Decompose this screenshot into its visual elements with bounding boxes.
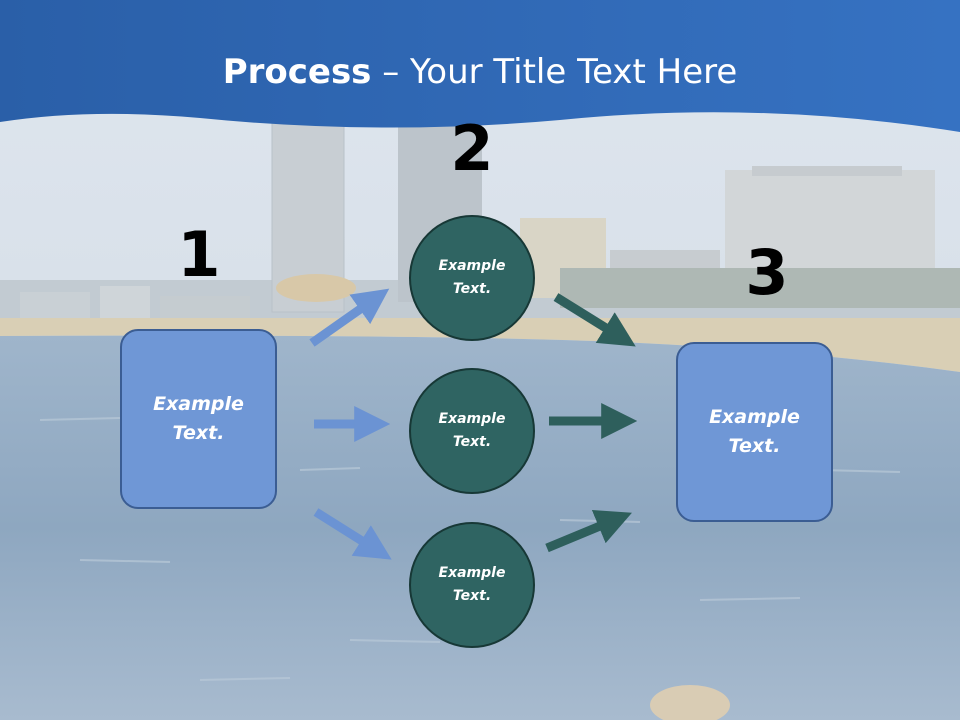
step-number-1: 1 — [177, 218, 221, 291]
title-bold: Process — [222, 52, 372, 92]
step-number-3: 3 — [745, 236, 789, 309]
arrow-left-to-bottom — [313, 508, 392, 560]
circle-middle: Example Text. — [409, 368, 535, 494]
step-number-2: 2 — [450, 112, 494, 185]
box-step-1: Example Text. — [120, 329, 277, 509]
circle-bottom: Example Text. — [409, 522, 535, 648]
title-rest: – Your Title Text Here — [371, 52, 738, 92]
slide-title: Process – Your Title Text Here — [0, 52, 960, 92]
box-step-3: Example Text. — [676, 342, 833, 522]
arrow-left-to-top — [309, 288, 390, 347]
circle-top: Example Text. — [409, 215, 535, 341]
arrow-bottom-to-right — [545, 509, 632, 553]
arrow-top-to-right — [553, 293, 636, 347]
